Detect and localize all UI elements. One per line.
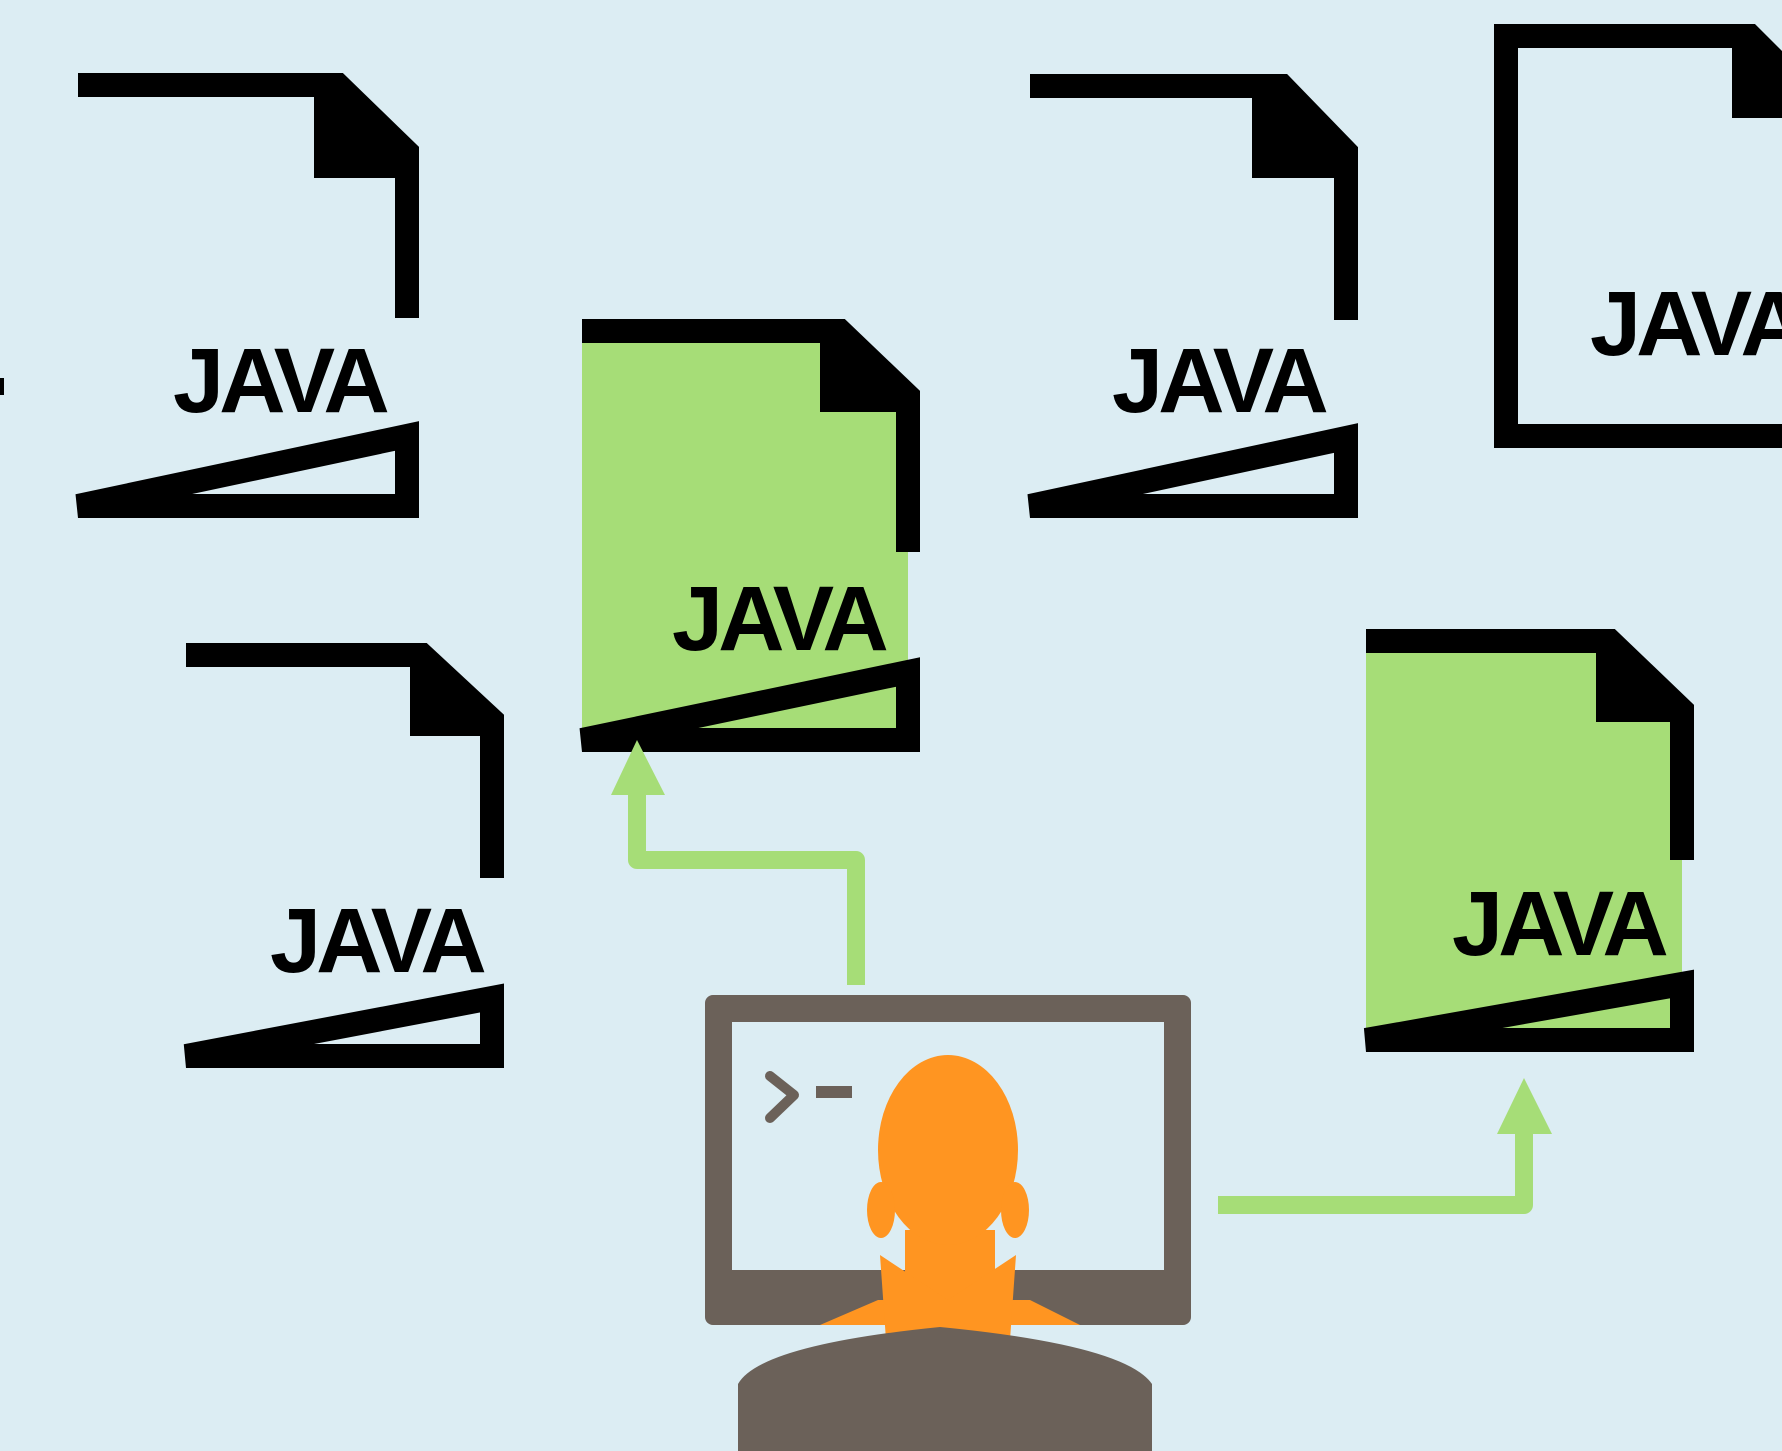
java-file-icon: JAVA [1494,24,1782,448]
arrow-right-up [1218,1078,1552,1214]
edge-mark [0,378,4,395]
java-file-label: JAVA [1452,873,1667,975]
java-file-label: JAVA [672,568,887,670]
java-file-icon-highlighted: JAVA [579,319,920,752]
java-file-icon: JAVA [75,73,419,518]
arrow-up-left [611,740,865,985]
java-file-icon-highlighted: JAVA [1363,629,1694,1052]
java-file-icon: JAVA [1027,74,1358,518]
user-silhouette-icon [738,1055,1152,1451]
java-file-icon: JAVA [183,643,504,1068]
java-file-label: JAVA [173,330,388,432]
java-file-label: JAVA [270,890,485,992]
java-file-label: JAVA [1590,273,1782,375]
terminal-prompt-icon [765,1071,852,1123]
java-file-label: JAVA [1112,330,1327,432]
